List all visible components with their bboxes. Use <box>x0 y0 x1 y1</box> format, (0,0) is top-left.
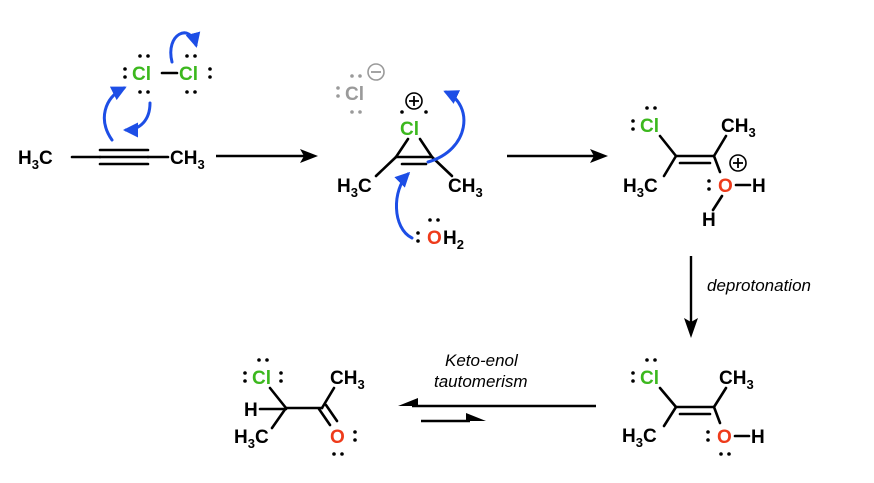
protonated-enol: Cl CH3 H3C O H H <box>623 106 766 231</box>
h-atom: H <box>752 176 766 197</box>
arrowhead <box>300 149 318 163</box>
h3c-label: H3C <box>622 426 657 450</box>
bond <box>712 386 728 409</box>
tautomer-label-line1: Keto-enol <box>445 351 519 370</box>
enol: Cl CH3 H3C O H <box>622 358 765 456</box>
negative-charge-icon <box>367 63 385 81</box>
curved-arrow-ring-opening <box>426 90 466 164</box>
cl-atom-right: Cl <box>179 64 198 85</box>
bond <box>658 134 678 158</box>
bond <box>658 386 678 409</box>
tautomer-label-line2: tautomerism <box>434 372 528 391</box>
water-molecule: O H2 <box>416 218 464 252</box>
bond <box>268 386 288 410</box>
arrowhead <box>398 398 418 406</box>
oxygen-atom: O <box>718 176 733 197</box>
h-atom: H <box>751 427 765 448</box>
curved-arrow-cl-cl-bond <box>169 31 201 64</box>
h3c-label: H3C <box>623 176 658 200</box>
chloronium-ion: Cl H3C CH3 <box>337 92 483 200</box>
ch3-label: CH3 <box>719 368 754 392</box>
bond <box>270 406 288 430</box>
bond <box>394 137 410 159</box>
water-h2: H2 <box>443 228 464 252</box>
curved-arrow-pi-to-cl <box>102 86 127 142</box>
ch3-label: CH3 <box>448 176 483 200</box>
h3c-label-left: H3C <box>18 148 53 172</box>
curved-arrow-water-attack <box>394 171 414 240</box>
cl-atom: Cl <box>640 116 659 137</box>
cl-atom: Cl <box>640 368 659 389</box>
chloride-ion: Cl <box>336 63 385 114</box>
cl-atom-left: Cl <box>132 64 151 85</box>
bond <box>712 154 722 174</box>
double-bond-line <box>317 407 332 427</box>
arrowhead <box>590 149 608 163</box>
chloronium-cl: Cl <box>400 119 419 140</box>
positive-charge-icon <box>729 154 747 172</box>
h3c-label: H3C <box>337 176 372 200</box>
h-atom: H <box>244 400 258 421</box>
arrowhead <box>466 413 486 421</box>
ch3-label: CH3 <box>721 116 756 140</box>
bond <box>320 386 336 410</box>
double-bond-line <box>324 403 339 423</box>
butyne-molecule: H3C CH3 <box>18 148 205 172</box>
cl-atom: Cl <box>252 368 271 389</box>
bond <box>711 194 724 212</box>
bond <box>662 405 678 428</box>
h-atom: H <box>702 210 716 231</box>
oxygen-atom: O <box>717 427 732 448</box>
bond <box>712 405 722 425</box>
ch3-label: CH3 <box>330 368 365 392</box>
bond <box>712 134 728 158</box>
bond <box>662 154 678 178</box>
ketone-oxygen: O <box>330 427 345 448</box>
ch3-label-right: CH3 <box>170 148 205 172</box>
water-oxygen: O <box>427 228 442 249</box>
chloride-label: Cl <box>345 84 364 105</box>
bond <box>418 137 434 159</box>
bond <box>374 155 398 178</box>
arrowhead <box>684 318 698 338</box>
chloroketone: Cl H H3C CH3 O <box>234 358 365 456</box>
deprotonation-label: deprotonation <box>707 276 811 295</box>
curved-arrow-cl-to-alkyne <box>123 101 152 138</box>
dichlorine-molecule: Cl Cl <box>123 54 212 94</box>
positive-charge-icon <box>405 92 423 110</box>
h3c-label: H3C <box>234 427 269 451</box>
